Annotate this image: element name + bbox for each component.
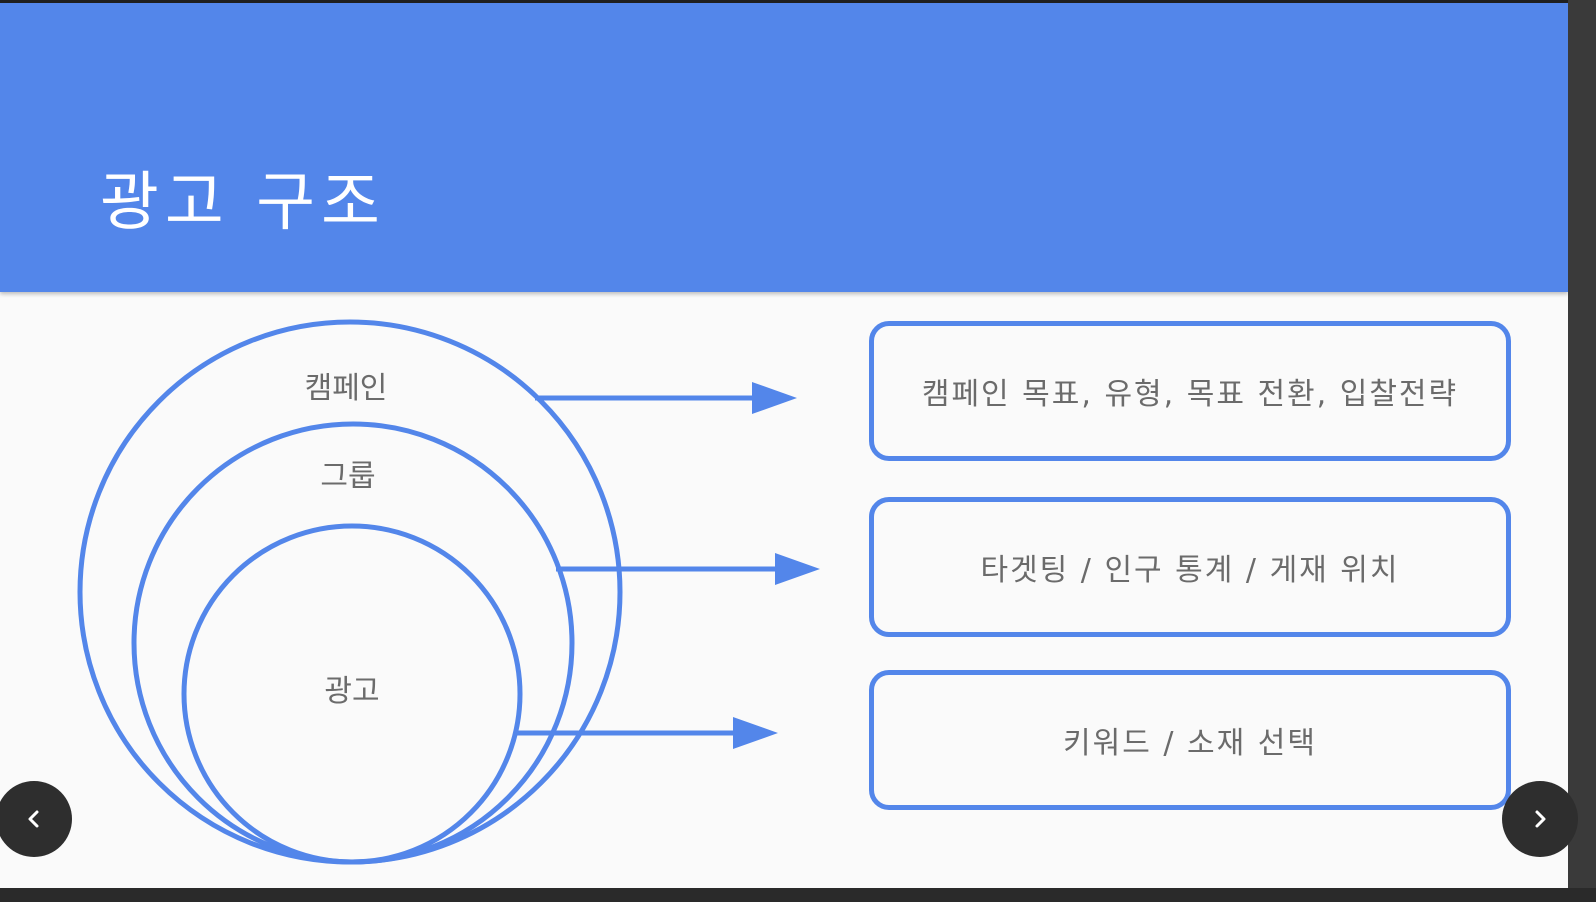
campaign-settings-box: 캠페인 목표, 유형, 목표 전환, 입찰전략 — [869, 321, 1511, 461]
viewer-bottom-edge — [0, 888, 1596, 902]
chevron-right-icon — [1535, 810, 1546, 828]
ad-arrow — [514, 717, 778, 749]
ad-settings-box: 키워드 / 소재 선택 — [869, 670, 1511, 810]
ad-circle — [181, 523, 523, 865]
campaign-arrow — [535, 382, 797, 414]
next-slide-button[interactable] — [1502, 781, 1578, 857]
group-settings-box: 타겟팅 / 인구 통계 / 게재 위치 — [869, 497, 1511, 637]
campaign-settings-text: 캠페인 목표, 유형, 목표 전환, 입찰전략 — [921, 377, 1459, 412]
slide: 광고 구조 — [0, 3, 1568, 888]
previous-slide-button[interactable] — [0, 781, 72, 857]
ad-settings-text: 키워드 / 소재 선택 — [1063, 726, 1317, 761]
ad-label: 광고 — [324, 674, 380, 709]
campaign-label: 캠페인 — [304, 371, 388, 406]
chevron-left-icon — [28, 810, 39, 828]
viewer-edge — [1568, 0, 1596, 902]
slide-title: 광고 구조 — [100, 166, 386, 240]
group-label: 그룹 — [320, 459, 376, 494]
structure-diagram — [77, 319, 820, 865]
slide-header: 광고 구조 — [0, 3, 1568, 292]
group-arrow — [556, 553, 820, 585]
group-settings-text: 타겟팅 / 인구 통계 / 게재 위치 — [980, 553, 1400, 588]
